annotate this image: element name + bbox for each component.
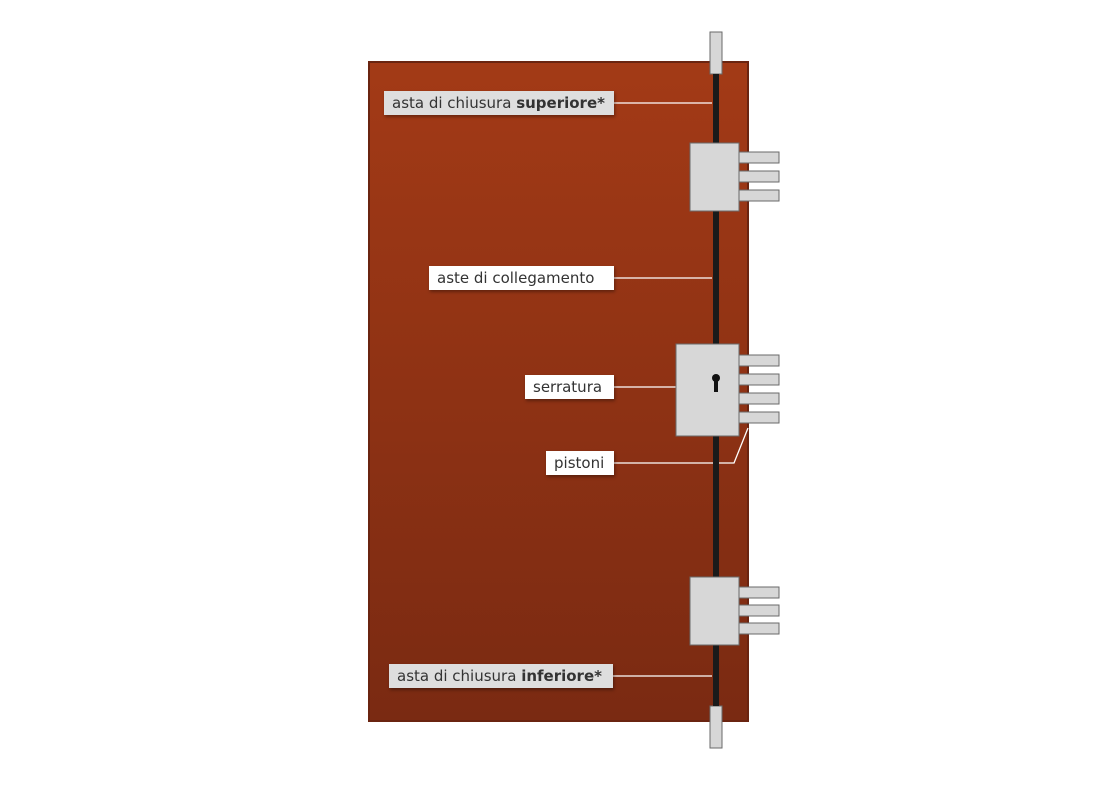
upper-bolt-block xyxy=(689,142,780,212)
keyhole-icon xyxy=(712,374,720,392)
top-rod-end xyxy=(709,31,723,75)
leader-line-pistoni xyxy=(598,427,749,464)
lock-body xyxy=(675,343,740,437)
upper-piston-1 xyxy=(738,151,780,164)
label-pistons: pistoni xyxy=(546,451,614,475)
lower-piston-1 xyxy=(738,586,780,599)
label-top-rod-prefix: asta di chiusura xyxy=(392,94,517,112)
upper-piston-3 xyxy=(738,189,780,202)
lock-piston-1 xyxy=(738,354,780,367)
label-bottom-rod-prefix: asta di chiusura xyxy=(397,667,522,685)
label-bottom-rod-bold: inferiore* xyxy=(521,667,602,685)
label-top-rod: asta di chiusura superiore* xyxy=(384,91,614,115)
lock-assembly xyxy=(675,343,780,437)
upper-piston-2 xyxy=(738,170,780,183)
lower-piston-3 xyxy=(738,622,780,635)
lock-piston-2 xyxy=(738,373,780,386)
lock-piston-3 xyxy=(738,392,780,405)
bottom-rod-end xyxy=(709,705,723,749)
label-lock: serratura xyxy=(525,375,614,399)
lower-piston-2 xyxy=(738,604,780,617)
label-connecting-rods: aste di collegamento xyxy=(429,266,614,290)
upper-bolt-box xyxy=(689,142,740,212)
lower-bolt-block xyxy=(689,576,780,646)
lock-piston-4 xyxy=(738,411,780,424)
label-top-rod-bold: superiore* xyxy=(516,94,605,112)
lower-bolt-box xyxy=(689,576,740,646)
label-bottom-rod: asta di chiusura inferiore* xyxy=(389,664,613,688)
